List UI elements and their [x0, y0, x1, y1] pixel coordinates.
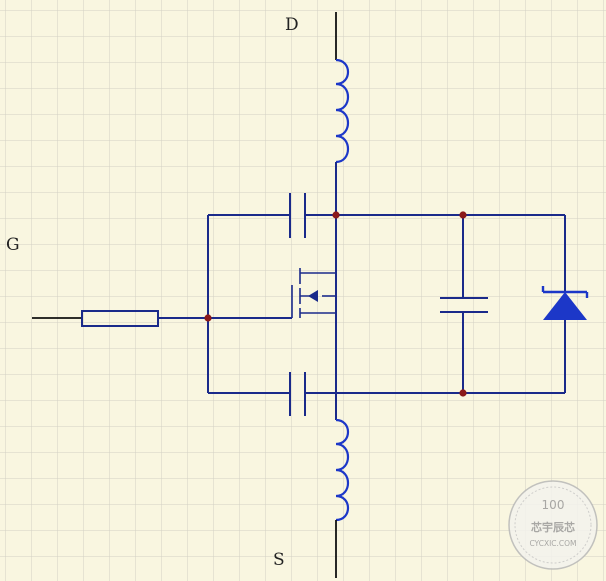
gate-source-capacitor	[289, 372, 306, 416]
junction-gate	[204, 314, 212, 322]
drain-label: D	[285, 15, 299, 35]
watermark-percent: 100	[542, 498, 565, 512]
source-inductor	[335, 418, 350, 522]
watermark-seal: 100 芯宇辰芯 CYCXIC.COM	[508, 480, 598, 570]
mosfet-symbol	[291, 268, 337, 318]
junction-cds-bottom	[459, 389, 467, 397]
watermark-name: 芯宇辰芯	[531, 520, 575, 534]
drain-inductor	[335, 58, 350, 164]
gate-drain-capacitor	[289, 193, 306, 238]
junction-drain	[332, 211, 340, 219]
body-diode	[541, 286, 589, 320]
junction-cds-top	[459, 211, 467, 219]
source-label: S	[273, 550, 285, 570]
watermark-site: CYCXIC.COM	[529, 539, 576, 548]
gate-label: G	[6, 235, 20, 255]
